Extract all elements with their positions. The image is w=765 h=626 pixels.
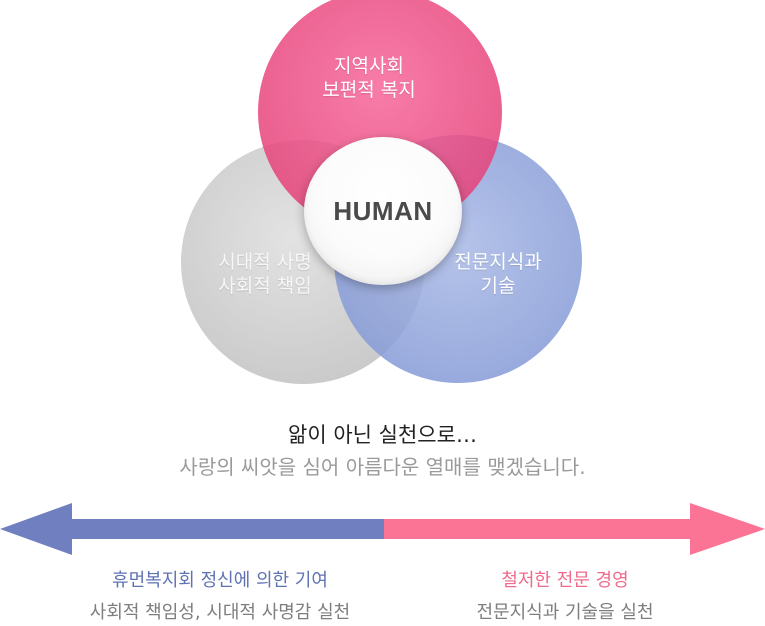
bottom-left-title: 휴먼복지회 정신에 의한 기여 (112, 570, 328, 591)
circle-top-label: 지역사회 보편적 복지 (289, 54, 449, 102)
center-human-label: HUMAN (333, 195, 433, 226)
circle-top-label-line2: 보편적 복지 (322, 79, 416, 101)
bottom-right-subtitle: 전문지식과 기술을 실천 (476, 602, 654, 623)
circle-right-label-line2: 기술 (480, 275, 516, 297)
center-human-disc: HUMAN (304, 137, 462, 285)
bottom-right-block: 철저한 전문 경영 전문지식과 기술을 실천 (415, 568, 715, 626)
message-line2: 사랑의 씨앗을 심어 아름다운 열매를 맺겠습니다. (179, 455, 586, 479)
circle-right-label: 전문지식과 기술 (418, 250, 578, 298)
circle-left-label-line1: 시대적 사명 (218, 251, 312, 273)
circle-top-label-line1: 지역사회 (334, 55, 404, 77)
circle-left-label: 시대적 사명 사회적 책임 (180, 250, 350, 298)
bottom-left-block: 휴먼복지회 정신에 의한 기여 사회적 책임성, 시대적 사명감 실천 (40, 568, 400, 626)
arrow-left-half (0, 503, 384, 555)
bottom-right-title: 철저한 전문 경영 (501, 570, 629, 591)
arrow-right-half (384, 503, 765, 555)
circle-left-label-line2: 사회적 책임 (218, 275, 312, 297)
double-arrow (0, 503, 765, 555)
circle-right-label-line1: 전문지식과 (454, 251, 542, 273)
bottom-left-subtitle: 사회적 책임성, 시대적 사명감 실천 (89, 602, 351, 623)
message-line1: 앎이 아닌 실천으로… (288, 423, 477, 447)
